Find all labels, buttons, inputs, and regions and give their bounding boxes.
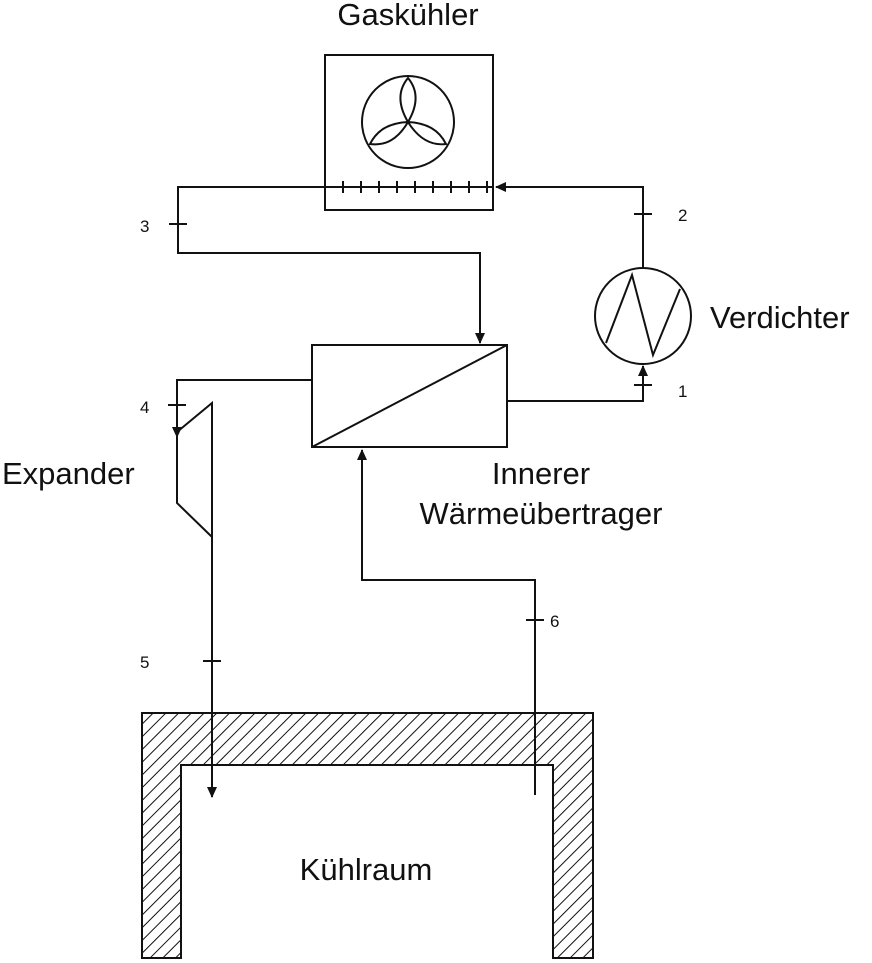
expander-icon [176, 400, 213, 540]
expander-label: Expander [2, 456, 135, 491]
state-point-6: 6 [550, 612, 559, 631]
cold-room-wall [141, 712, 594, 959]
ihx-diagonal [311, 344, 508, 448]
state-point-5: 5 [140, 653, 149, 672]
internal-heat-exchanger [311, 344, 508, 448]
compressor-icon [605, 271, 681, 359]
state-point-1: 1 [678, 382, 687, 401]
fan-icon [361, 75, 455, 169]
ihx-label-line1: Innerer [492, 456, 590, 491]
ihx-label-line2: Wärmeübertrager [420, 496, 663, 531]
gas-cooler [324, 54, 494, 211]
state-point-ticks [168, 213, 652, 662]
cold-room-label: Kühlraum [300, 852, 433, 887]
line-ihx-to-compressor [507, 365, 648, 402]
state-point-2: 2 [678, 206, 687, 225]
gas-cooler-label: Gaskühler [337, 0, 478, 32]
line-compressor-to-gas-cooler [495, 182, 644, 268]
line-cold-room-to-ihx [357, 449, 536, 795]
state-point-4: 4 [140, 398, 149, 417]
gas-cooler-tube [325, 181, 493, 193]
line-gas-cooler-to-ihx [177, 186, 485, 344]
compressor-label: Verdichter [710, 300, 850, 335]
ihx-box [311, 344, 508, 448]
gas-cooler-box [324, 54, 494, 211]
line-ihx-to-expander [172, 379, 312, 438]
compressor [594, 267, 692, 365]
state-point-3: 3 [140, 217, 149, 236]
